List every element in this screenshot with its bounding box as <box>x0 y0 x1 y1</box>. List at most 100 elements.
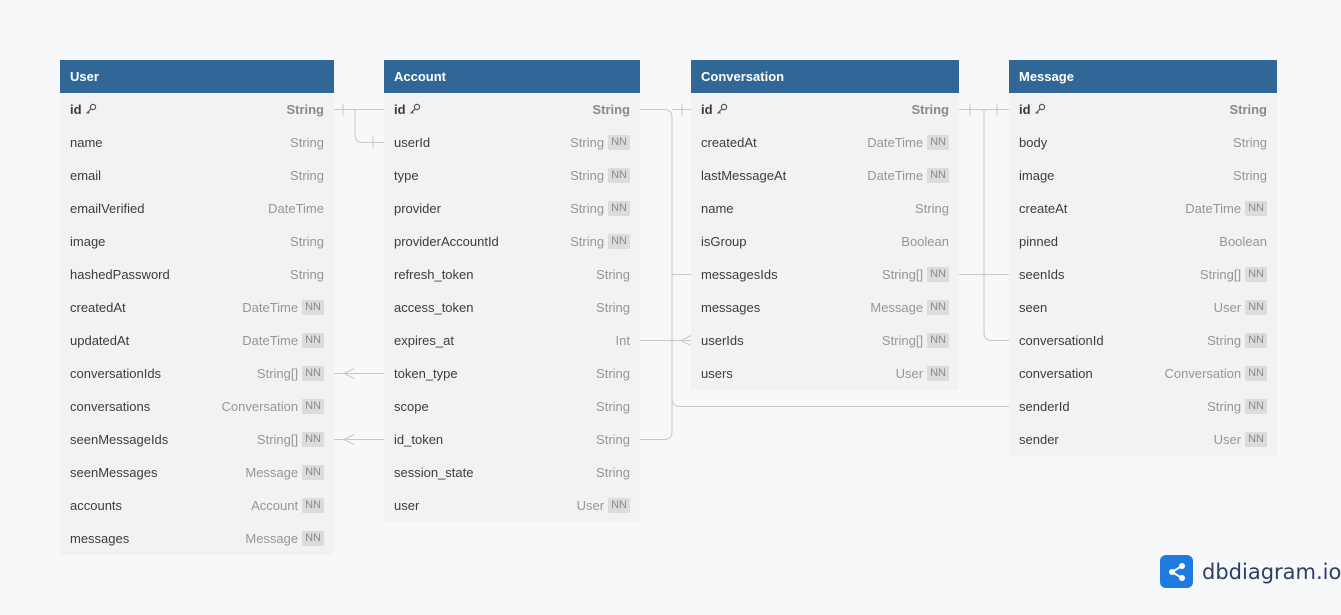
field-type: String <box>592 102 630 117</box>
field-name: accounts <box>70 498 251 513</box>
field-name: userId <box>394 135 570 150</box>
relationship-line <box>640 109 673 440</box>
not-null-badge: NN <box>302 300 324 315</box>
table-header[interactable]: Message <box>1009 60 1277 93</box>
table-header[interactable]: Account <box>384 60 640 93</box>
field-name: hashedPassword <box>70 267 290 282</box>
field-name-text: body <box>1019 135 1048 150</box>
many-marker <box>342 368 355 379</box>
field-type: String <box>290 267 324 282</box>
field-name-text: expires_at <box>394 333 454 348</box>
field-name-text: messagesIds <box>701 267 778 282</box>
field-type: String <box>596 267 630 282</box>
field-type: Conversation <box>221 399 299 414</box>
field-type: String <box>290 168 324 183</box>
field-name-text: type <box>394 168 419 183</box>
relationship-line <box>671 398 1009 432</box>
not-null-badge: NN <box>1245 366 1267 381</box>
not-null-badge: NN <box>302 432 324 447</box>
field-type: String <box>1207 333 1242 348</box>
field-type: DateTime <box>867 168 924 183</box>
field-name: lastMessageAt <box>701 168 867 183</box>
field-name: users <box>701 366 896 381</box>
field-row-id[interactable]: id String <box>60 93 334 126</box>
brand-watermark[interactable]: dbdiagram.io <box>1160 555 1341 588</box>
field-name-text: users <box>701 366 733 381</box>
field-name-text: seenMessages <box>70 465 158 480</box>
field-name: image <box>1019 168 1233 183</box>
table-header[interactable]: User <box>60 60 334 93</box>
field-type: String <box>286 102 324 117</box>
field-name-text: name <box>70 135 103 150</box>
not-null-badge: NN <box>1245 432 1267 447</box>
field-name-text: isGroup <box>701 234 747 249</box>
not-null-badge: NN <box>608 168 630 183</box>
field-type: String <box>915 201 949 216</box>
field-type: Account <box>251 498 299 513</box>
field-name-text: createAt <box>1019 201 1068 216</box>
field-name: sender <box>1019 432 1214 447</box>
field-name: userIds <box>701 333 882 348</box>
table-header[interactable]: Conversation <box>691 60 959 93</box>
field-name: providerAccountId <box>394 234 570 249</box>
relationship-line <box>354 109 384 143</box>
field-name-text: id <box>70 102 82 117</box>
not-null-badge: NN <box>302 333 324 348</box>
not-null-badge: NN <box>927 168 949 183</box>
field-type: DateTime <box>867 135 924 150</box>
field-name-text: lastMessageAt <box>701 168 787 183</box>
field-name-text: createdAt <box>70 300 126 315</box>
field-name: refresh_token <box>394 267 596 282</box>
